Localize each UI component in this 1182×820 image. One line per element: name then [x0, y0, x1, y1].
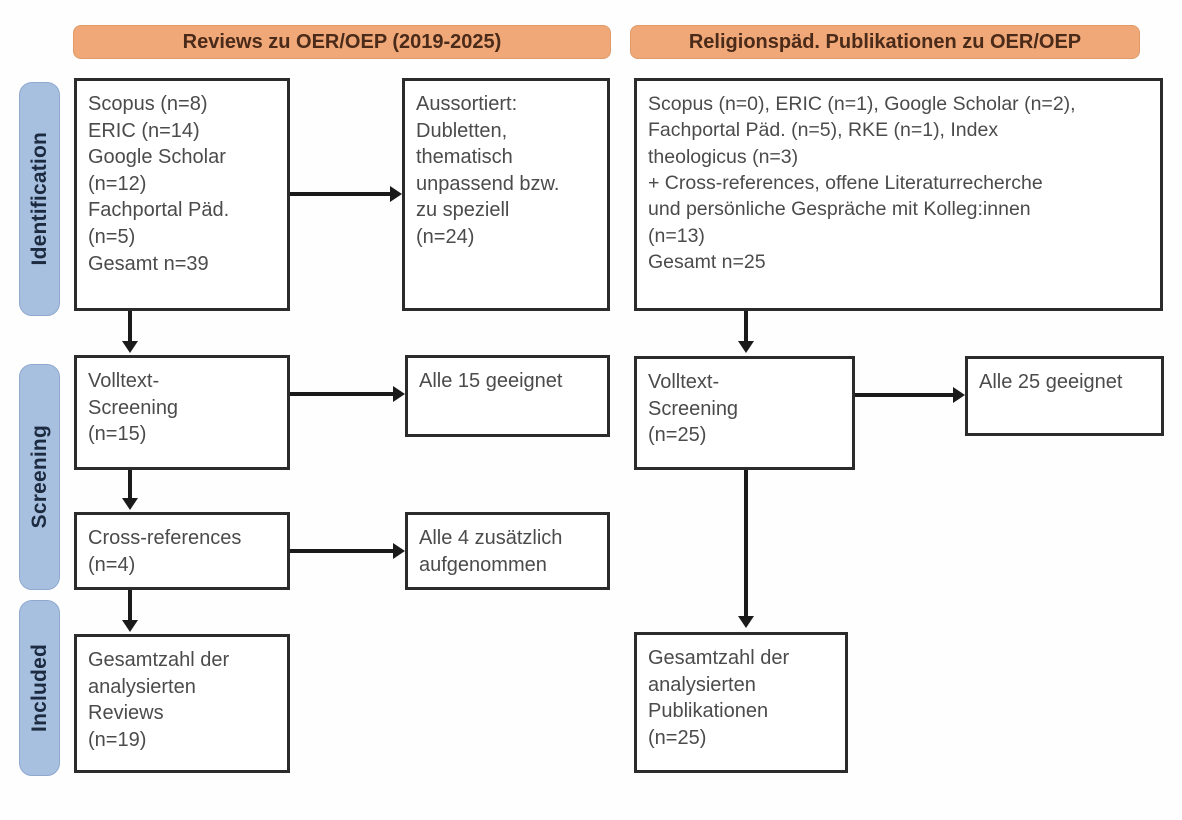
- stage-label-included: Included: [19, 600, 60, 776]
- line: Dubletten,: [416, 119, 508, 142]
- line: Gesamtzahl der: [88, 649, 230, 671]
- line: Gesamt n=25: [648, 250, 766, 273]
- box-left-cross-references: Cross-references (n=4): [74, 512, 290, 590]
- connector-left-sources-to-excluded: [290, 192, 390, 196]
- box-left-excluded: Aussortiert: Dubletten, thematisch unpas…: [402, 78, 610, 311]
- arrowhead-right-sources-to-screening: [738, 341, 754, 353]
- line: Reviews: [88, 702, 164, 725]
- line: Screening: [648, 397, 739, 420]
- connector-left-screening-to-crossref: [128, 470, 132, 500]
- line: + Cross-references, offene Literaturrech…: [648, 171, 1043, 194]
- line: Gesamtzahl der: [648, 647, 790, 669]
- line: Volltext-: [648, 371, 720, 393]
- line: (n=25): [648, 726, 707, 749]
- box-left-included-total: Gesamtzahl der analysierten Reviews (n=1…: [74, 634, 290, 773]
- line: unpassend bzw.: [416, 172, 560, 195]
- column-header-reviews-text: Reviews zu OER/OEP (2019-2025): [182, 30, 502, 53]
- arrowhead-right-screening-to-result: [953, 387, 965, 403]
- box-left-identification-sources: Scopus (n=8) ERIC (n=14) Google Scholar …: [74, 78, 290, 311]
- line: Cross-references: [88, 527, 242, 549]
- line: (n=24): [416, 225, 475, 248]
- line: Fachportal Päd.: [88, 199, 230, 222]
- arrowhead-right-screening-to-included: [738, 616, 754, 628]
- column-header-publications-text: Religionspäd. Publikationen zu OER/OEP: [688, 30, 1082, 53]
- line: (n=12): [88, 172, 147, 195]
- stage-label-included-text: Included: [27, 644, 51, 732]
- box-left-fulltext-screening: Volltext- Screening (n=15): [74, 355, 290, 470]
- line: Screening: [88, 396, 179, 419]
- connector-right-screening-to-included: [744, 470, 748, 618]
- line: (n=15): [88, 423, 147, 446]
- box-right-fulltext-result: Alle 25 geeignet: [965, 356, 1164, 436]
- arrowhead-left-sources-to-excluded: [390, 186, 402, 202]
- line: theologicus (n=3): [648, 145, 799, 168]
- line: Alle 15 geeignet: [419, 370, 563, 392]
- line: Google Scholar: [88, 146, 226, 169]
- line: analysierten: [88, 675, 196, 698]
- line: ERIC (n=14): [88, 119, 200, 142]
- box-right-identification-sources: Scopus (n=0), ERIC (n=1), Google Scholar…: [634, 78, 1163, 311]
- line: (n=13): [648, 224, 705, 247]
- connector-left-sources-to-screening: [128, 311, 132, 343]
- stage-label-identification: Identification: [19, 82, 60, 316]
- line: (n=4): [88, 553, 136, 576]
- connector-right-sources-to-screening: [744, 311, 748, 343]
- line: aufgenommen: [419, 553, 547, 576]
- line: (n=25): [648, 424, 707, 447]
- line: Scopus (n=0), ERIC (n=1), Google Scholar…: [648, 93, 1076, 115]
- line: (n=5): [88, 225, 136, 248]
- line: Alle 4 zusätzlich: [419, 527, 563, 549]
- line: Aussortiert:: [416, 93, 518, 115]
- line: Alle 25 geeignet: [979, 371, 1123, 393]
- connector-left-screening-to-result: [290, 392, 393, 396]
- column-header-publications: Religionspäd. Publikationen zu OER/OEP: [630, 25, 1140, 59]
- arrowhead-left-screening-to-crossref: [122, 498, 138, 510]
- arrowhead-left-crossref-to-result: [393, 543, 405, 559]
- connector-left-crossref-to-result: [290, 549, 393, 553]
- box-left-fulltext-result: Alle 15 geeignet: [405, 355, 610, 437]
- line: Scopus (n=8): [88, 93, 208, 115]
- column-header-reviews: Reviews zu OER/OEP (2019-2025): [73, 25, 611, 59]
- arrowhead-left-screening-to-result: [393, 386, 405, 402]
- box-right-fulltext-screening: Volltext- Screening (n=25): [634, 356, 855, 470]
- line: Gesamt n=39: [88, 252, 209, 275]
- line: zu speziell: [416, 199, 510, 222]
- arrowhead-left-crossref-to-included: [122, 620, 138, 632]
- box-right-included-total: Gesamtzahl der analysierten Publikatione…: [634, 632, 848, 773]
- line: Publikationen: [648, 700, 769, 723]
- stage-label-identification-text: Identification: [27, 132, 51, 266]
- connector-left-crossref-to-included: [128, 590, 132, 622]
- line: Volltext-: [88, 370, 160, 392]
- line: (n=19): [88, 728, 147, 751]
- stage-label-screening: Screening: [19, 364, 60, 590]
- line: thematisch: [416, 146, 513, 169]
- arrowhead-left-sources-to-screening: [122, 341, 138, 353]
- line: Fachportal Päd. (n=5), RKE (n=1), Index: [648, 119, 999, 142]
- box-left-cross-references-result: Alle 4 zusätzlich aufgenommen: [405, 512, 610, 590]
- line: und persönliche Gespräche mit Kolleg:inn…: [648, 198, 1031, 221]
- stage-label-screening-text: Screening: [27, 425, 51, 529]
- connector-right-screening-to-result: [855, 393, 953, 397]
- line: analysierten: [648, 673, 756, 696]
